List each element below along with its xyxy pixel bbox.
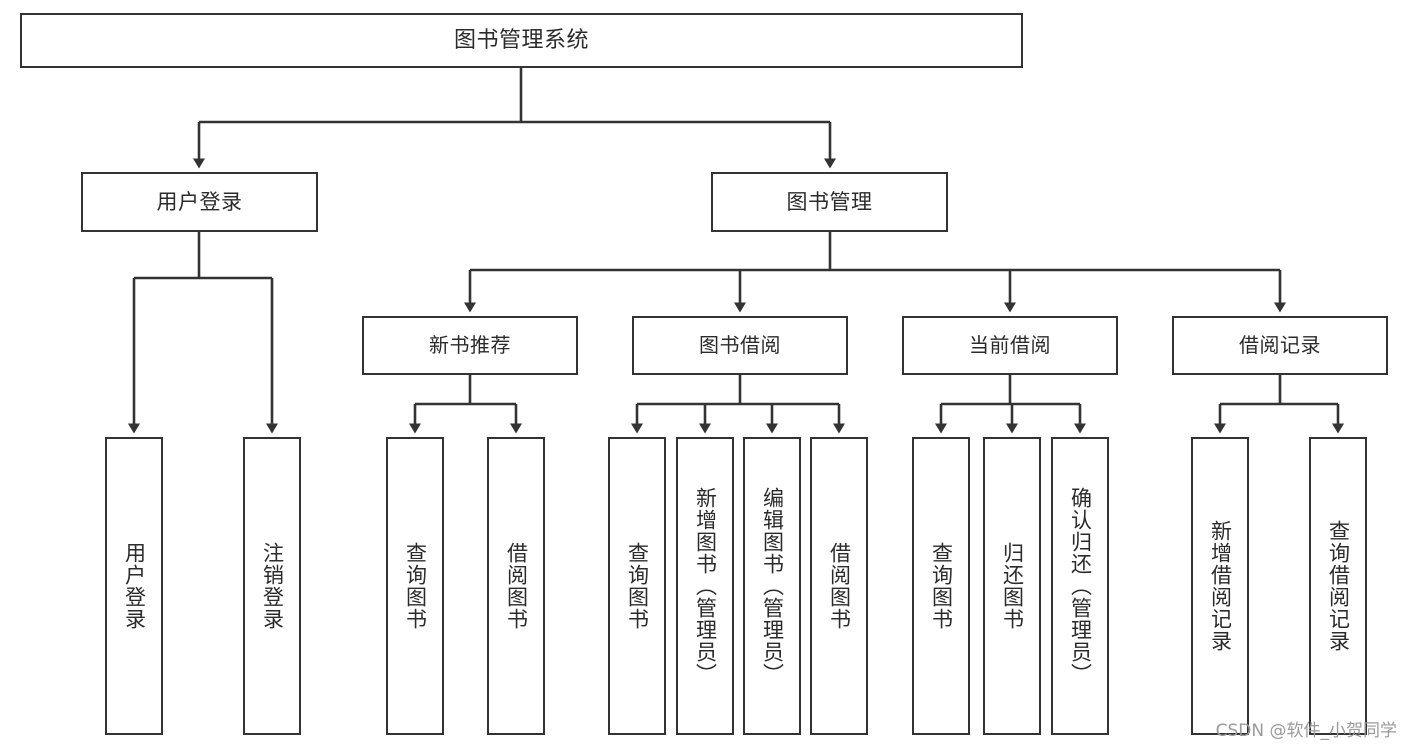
node-leaf-label: 归还图书 bbox=[1000, 542, 1025, 630]
node-leaf-label: 借阅图书 bbox=[827, 542, 852, 630]
node-leaf-add-record[interactable]: 新增借阅记录 bbox=[1191, 437, 1249, 735]
edges-borrowrecord-to-leaves bbox=[1214, 375, 1344, 434]
edges-bookmanagement-to-level3 bbox=[464, 232, 1286, 313]
edges-bookborrow-to-leaves bbox=[631, 375, 845, 434]
node-leaf-add-book[interactable]: 新增图书（管理员） bbox=[676, 437, 734, 735]
node-leaf-edit-book[interactable]: 编辑图书（管理员） bbox=[743, 437, 801, 735]
edges-newbook-to-leaves bbox=[409, 375, 522, 434]
node-book-management[interactable]: 图书管理 bbox=[711, 172, 948, 232]
node-leaf-label: 查询图书 bbox=[625, 542, 650, 630]
node-root-system[interactable]: 图书管理系统 bbox=[20, 13, 1023, 68]
edges-root-to-level2 bbox=[193, 68, 836, 169]
node-user-login-label: 用户登录 bbox=[156, 189, 243, 214]
edges-userlogin-to-leaves bbox=[128, 232, 278, 434]
node-leaf-label: 编辑图书（管理员） bbox=[760, 487, 785, 685]
node-leaf-query-book-3[interactable]: 查询图书 bbox=[912, 437, 970, 735]
node-current-borrow-label: 当前借阅 bbox=[969, 332, 1051, 357]
node-leaf-label: 用户登录 bbox=[122, 542, 147, 630]
node-book-management-label: 图书管理 bbox=[786, 189, 873, 214]
node-leaf-query-book-2[interactable]: 查询图书 bbox=[608, 437, 666, 735]
node-leaf-label: 查询借阅记录 bbox=[1326, 520, 1351, 652]
node-current-borrow[interactable]: 当前借阅 bbox=[902, 316, 1118, 375]
node-leaf-user-login[interactable]: 用户登录 bbox=[105, 437, 163, 735]
node-leaf-borrow-book-1[interactable]: 借阅图书 bbox=[487, 437, 545, 735]
node-leaf-label: 确认归还（管理员） bbox=[1068, 487, 1093, 685]
node-leaf-confirm-return[interactable]: 确认归还（管理员） bbox=[1051, 437, 1109, 735]
node-leaf-logout-login[interactable]: 注销登录 bbox=[243, 437, 301, 735]
node-leaf-label: 新增借阅记录 bbox=[1208, 520, 1233, 652]
csdn-watermark: CSDN @软件_小贺同学 bbox=[1215, 721, 1397, 741]
node-user-login[interactable]: 用户登录 bbox=[81, 172, 318, 232]
node-borrow-record[interactable]: 借阅记录 bbox=[1172, 316, 1388, 375]
node-leaf-label: 查询图书 bbox=[929, 542, 954, 630]
node-leaf-label: 新增图书（管理员） bbox=[693, 487, 718, 685]
node-borrow-record-label: 借阅记录 bbox=[1239, 332, 1321, 357]
node-leaf-label: 查询图书 bbox=[403, 542, 428, 630]
node-root-label: 图书管理系统 bbox=[453, 27, 589, 53]
node-book-borrow-label: 图书借阅 bbox=[699, 332, 781, 357]
node-leaf-query-book-1[interactable]: 查询图书 bbox=[386, 437, 444, 735]
node-new-book-recommend[interactable]: 新书推荐 bbox=[362, 316, 578, 375]
node-leaf-query-record[interactable]: 查询借阅记录 bbox=[1309, 437, 1367, 735]
node-leaf-borrow-book-2[interactable]: 借阅图书 bbox=[810, 437, 868, 735]
edges-currentborrow-to-leaves bbox=[935, 375, 1086, 434]
node-new-book-recommend-label: 新书推荐 bbox=[429, 332, 511, 357]
node-leaf-return-book[interactable]: 归还图书 bbox=[983, 437, 1041, 735]
node-book-borrow[interactable]: 图书借阅 bbox=[632, 316, 848, 375]
node-leaf-label: 借阅图书 bbox=[504, 542, 529, 630]
node-leaf-label: 注销登录 bbox=[260, 542, 285, 630]
